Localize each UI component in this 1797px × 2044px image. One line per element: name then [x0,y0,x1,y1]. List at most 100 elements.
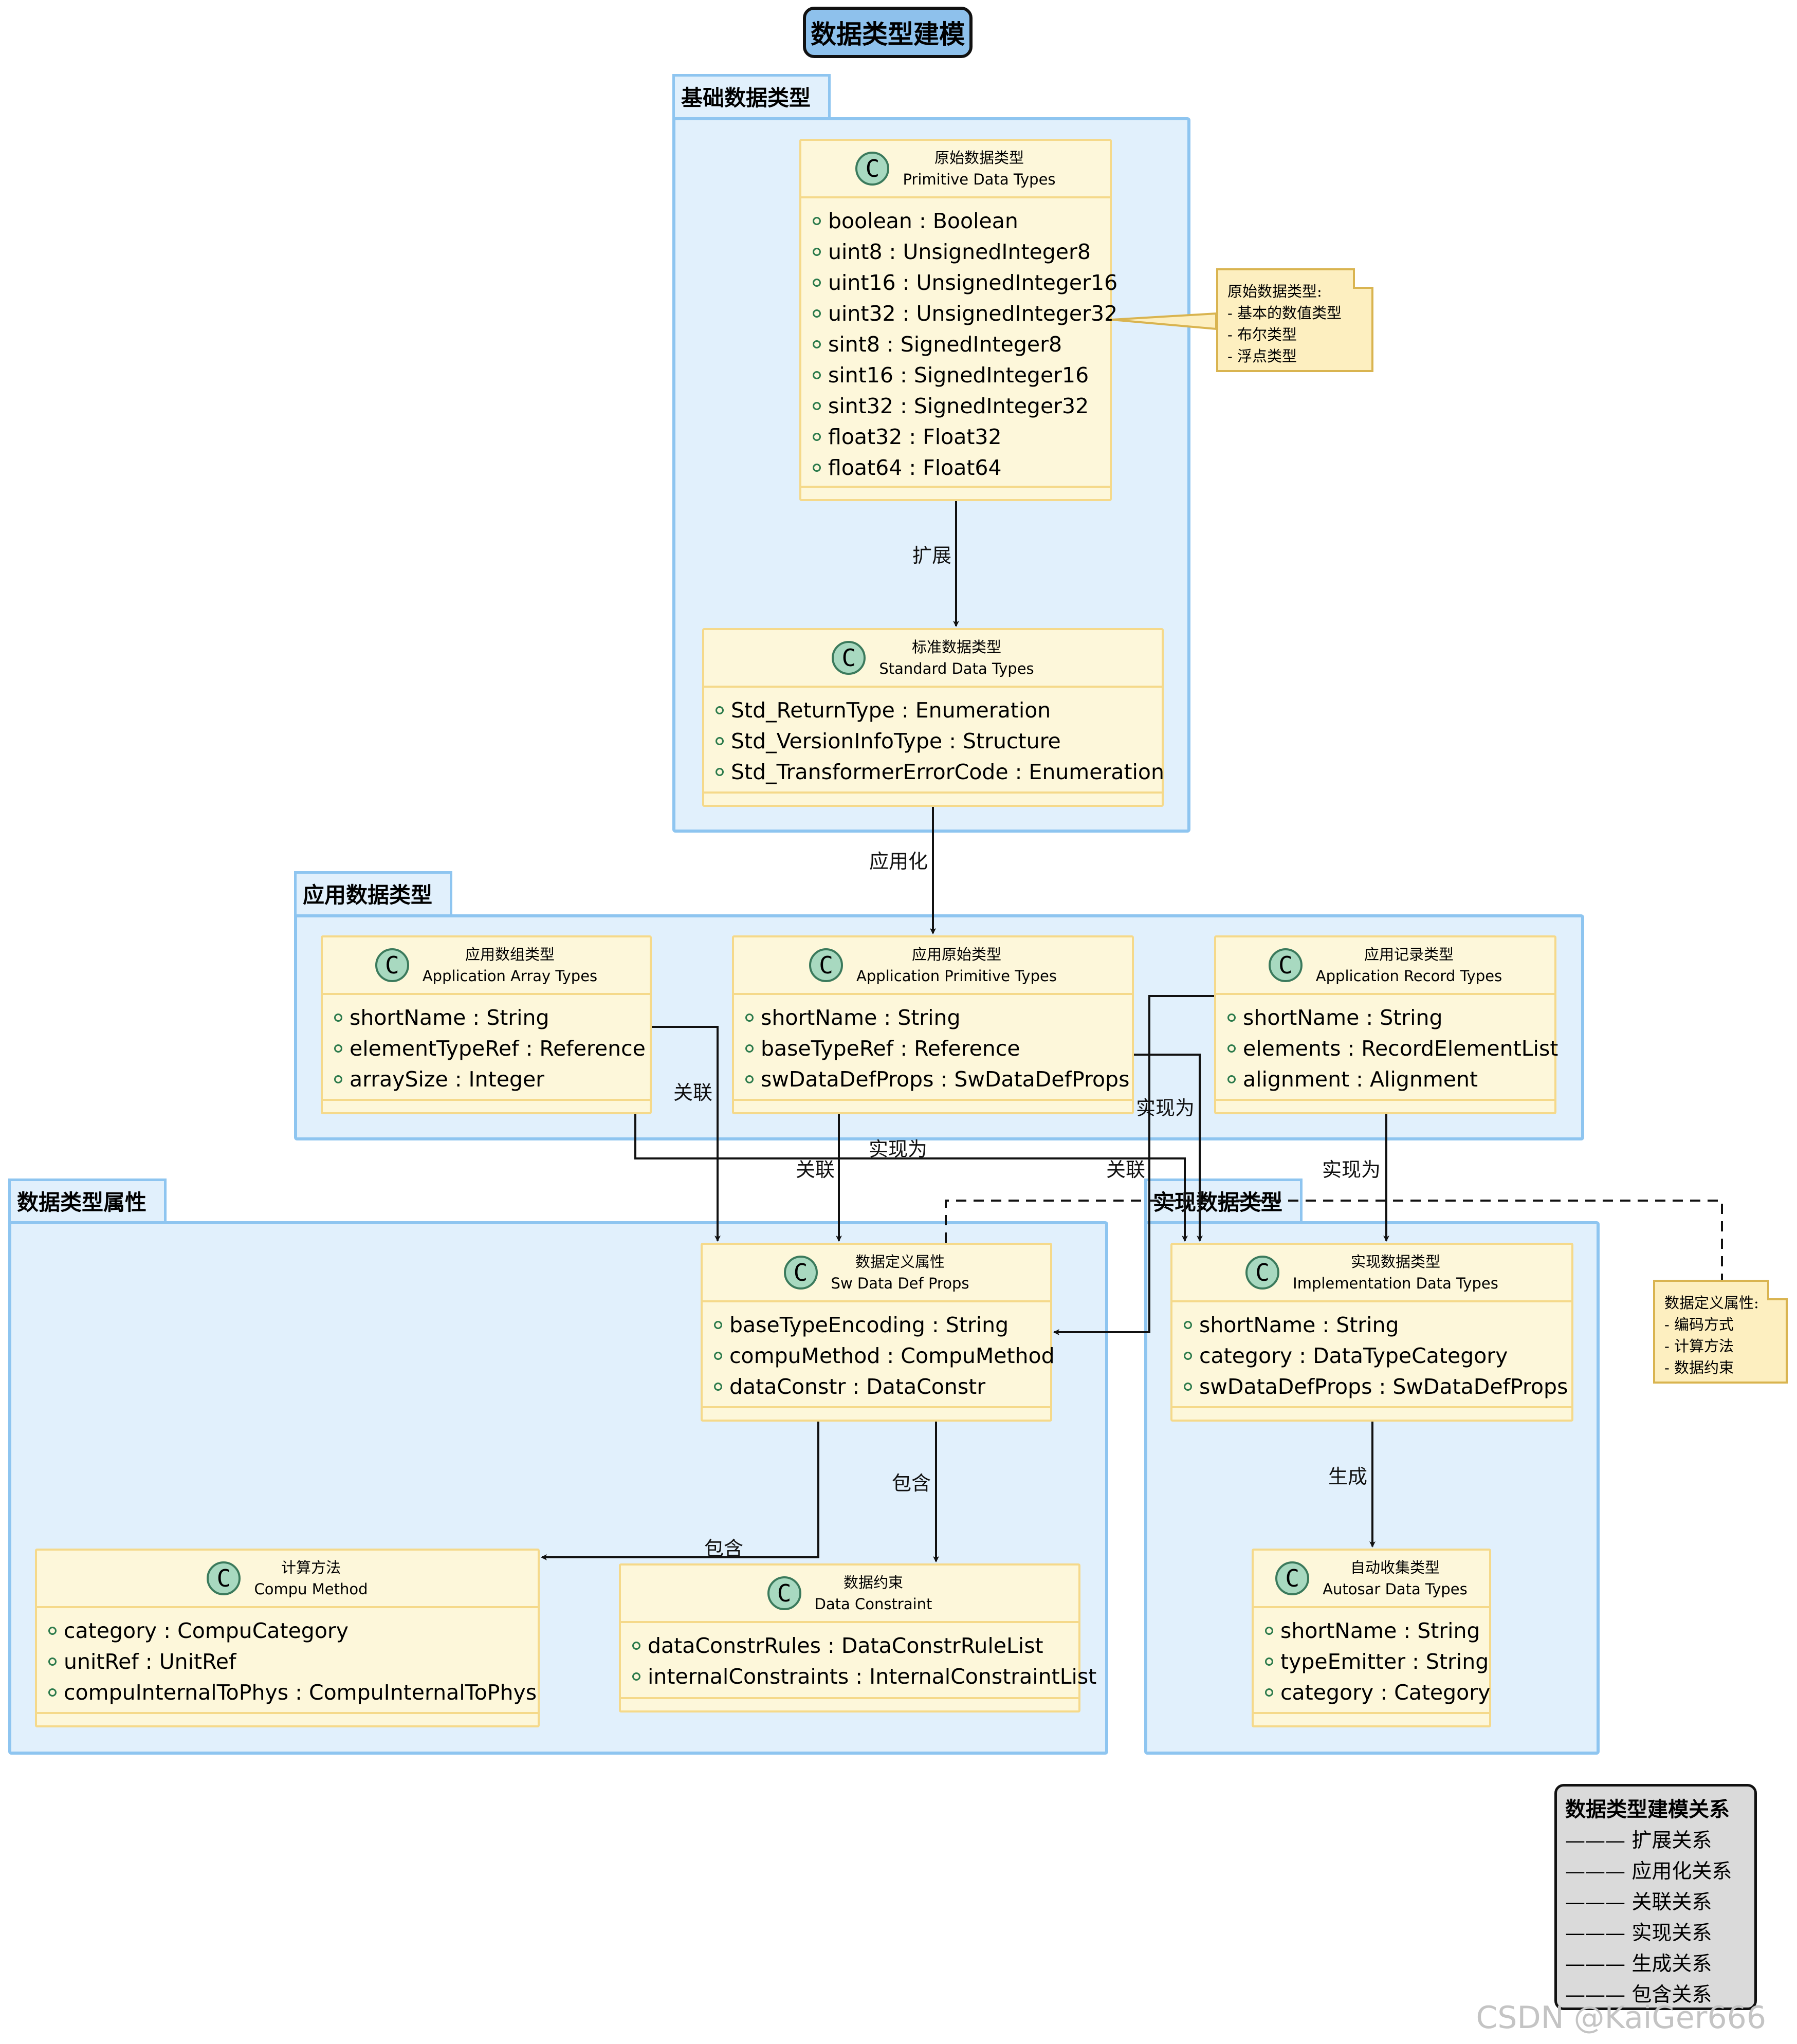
class-c-icon: C [832,641,866,675]
note-line: - 布尔类型 [1227,326,1297,343]
class-attribute: shortName : String [1216,1002,1554,1033]
note-sw-data-def: 数据定义属性:- 编码方式- 计算方法- 数据约束 [1653,1280,1788,1384]
label-impl-primitive: 实现为 [1136,1097,1195,1119]
public-field-icon [745,1075,754,1083]
attribute-text: boolean : Boolean [828,209,1018,233]
class-attribute: sint32 : SignedInteger32 [801,391,1110,421]
class-cn-name: 应用数组类型 [465,946,555,963]
class-attribute: swDataDefProps : SwDataDefProps [734,1064,1132,1095]
public-field-icon [714,1321,722,1329]
public-field-icon [1184,1321,1192,1329]
class-attribute: uint8 : UnsignedInteger8 [801,236,1110,267]
class-attribute: typeEmitter : String [1254,1646,1489,1677]
note-connector-sw-data-def [945,1200,1723,1280]
note-line: - 计算方法 [1664,1337,1734,1355]
class-en-name: Autosar Data Types [1323,1580,1468,1598]
attribute-text: typeEmitter : String [1280,1649,1489,1674]
public-field-icon [1227,1044,1236,1053]
label-generate: 生成 [1328,1465,1368,1488]
label-assoc-array: 关联 [673,1081,713,1104]
class-en-name: Application Record Types [1315,967,1502,985]
note-line: - 数据约束 [1664,1359,1734,1376]
class-attribute: baseTypeEncoding : String [703,1310,1050,1340]
class-attribute: shortName : String [1254,1615,1489,1646]
attribute-text: sint32 : SignedInteger32 [828,394,1089,418]
class-c-icon: C [783,1256,818,1290]
attribute-text: shortName : String [350,1005,549,1030]
note-line: 数据定义属性: [1664,1294,1759,1312]
attribute-text: compuMethod : CompuMethod [729,1343,1055,1368]
public-field-icon [1265,1658,1273,1666]
attribute-text: sint8 : SignedInteger8 [828,332,1062,357]
attribute-text: shortName : String [1243,1005,1443,1030]
public-field-icon [813,217,821,225]
class-c-icon: C [855,152,890,186]
class-sw-data-def-props[interactable]: C 数据定义属性 Sw Data Def Props baseTypeEncodi… [701,1243,1055,1422]
public-field-icon [813,371,821,379]
note-line: - 浮点类型 [1227,347,1297,365]
attribute-text: alignment : Alignment [1243,1067,1478,1092]
class-attribute: sint8 : SignedInteger8 [801,329,1110,360]
class-attribute: internalConstraints : InternalConstraint… [621,1661,1096,1692]
label-assoc-record: 关联 [1106,1158,1146,1181]
class-attribute: swDataDefProps : SwDataDefProps [1172,1371,1571,1402]
class-en-name: Application Array Types [422,967,598,985]
class-attribute: uint32 : UnsignedInteger32 [801,298,1117,329]
public-field-icon [813,248,821,256]
class-cn-name: 自动收集类型 [1350,1559,1440,1576]
class-standard-data-types[interactable]: C 标准数据类型 Standard Data Types Std_ReturnTy… [702,628,1164,807]
public-field-icon [632,1672,640,1681]
attribute-text: dataConstr : DataConstr [729,1374,986,1399]
watermark: CSDN @KaiGer666 [1476,2000,1766,2036]
class-en-name: Standard Data Types [879,660,1034,677]
legend-item: ——— 生成关系 [1565,1953,1712,1976]
edge-assoc-array [652,1026,721,1242]
class-cn-name: 标准数据类型 [911,638,1001,656]
class-attribute: compuInternalToPhys : CompuInternalToPhy… [37,1677,538,1708]
attribute-text: category : CompuCategory [64,1618,349,1643]
public-field-icon [745,1044,754,1053]
class-en-name: Sw Data Def Props [831,1275,969,1292]
class-en-name: Data Constraint [814,1595,932,1613]
attribute-text: arraySize : Integer [350,1067,545,1092]
class-attribute: shortName : String [1172,1310,1571,1340]
diagram-title: 数据类型建模 [803,7,973,58]
attribute-text: shortName : String [1280,1618,1480,1643]
class-attribute: arraySize : Integer [323,1064,650,1095]
attribute-text: elementTypeRef : Reference [350,1036,646,1061]
class-en-name: Application Primitive Types [856,967,1057,985]
public-field-icon [813,464,821,472]
attribute-text: shortName : String [1199,1313,1399,1337]
attribute-text: Std_TransformerErrorCode : Enumeration [731,760,1164,784]
class-attribute: elementTypeRef : Reference [323,1033,650,1064]
public-field-icon [48,1658,57,1666]
edge-impl-primitive [1134,1054,1203,1242]
class-attribute: unitRef : UnitRef [37,1646,538,1677]
public-field-icon [1265,1627,1273,1635]
public-field-icon [716,706,724,714]
label-contain-constraint: 包含 [892,1472,931,1495]
class-attribute: elements : RecordElementList [1216,1033,1558,1064]
class-cn-name: 实现数据类型 [1350,1253,1440,1270]
class-attribute: Std_TransformerErrorCode : Enumeration [704,757,1164,787]
public-field-icon [714,1383,722,1391]
label-assoc-primitive: 关联 [796,1158,835,1181]
class-attribute: float64 : Float64 [801,452,1110,483]
attribute-text: sint16 : SignedInteger16 [828,363,1089,388]
attribute-text: Std_ReturnType : Enumeration [731,698,1051,723]
class-cn-name: 计算方法 [281,1559,341,1576]
class-attribute: category : Category [1254,1677,1490,1708]
class-en-name: Compu Method [254,1580,368,1598]
class-cn-name: 数据定义属性 [855,1253,945,1270]
public-field-icon [1227,1014,1236,1022]
class-en-name: Primitive Data Types [903,171,1056,188]
